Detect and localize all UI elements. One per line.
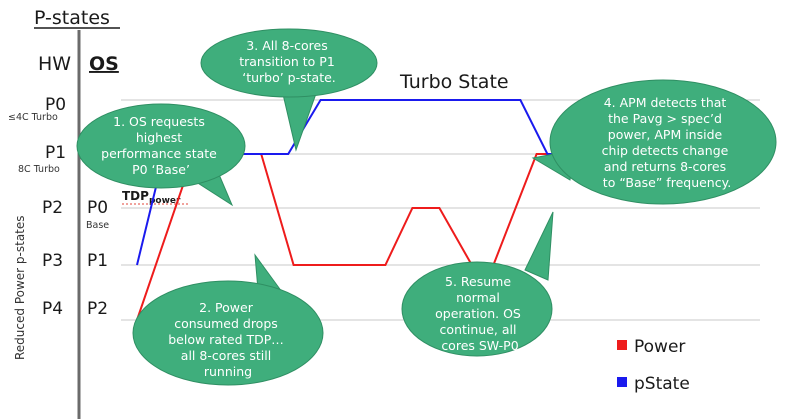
callout-3-bubble — [200, 28, 378, 98]
hw-state-p0: P0 — [45, 95, 66, 115]
callout-4: 4. APM detects that the Pavg > spec’d po… — [531, 79, 777, 205]
callout-1-text: 1. OS requests highest performance state… — [101, 114, 221, 177]
legend-pstate-swatch — [617, 377, 627, 387]
callout-5: 5. Resume normal operation. OS continue,… — [401, 211, 554, 357]
hw-column-header: HW — [38, 53, 71, 75]
os-state-p0: P0 — [87, 198, 108, 218]
hw-state-p4: P4 — [42, 299, 63, 319]
callout-2: 2. Power consumed drops below rated TDP…… — [132, 253, 324, 386]
callout-2-text: 2. Power consumed drops below rated TDP…… — [168, 300, 288, 379]
y-axis-label: Reduced Power p-states — [13, 215, 27, 360]
legend-power-swatch — [617, 340, 627, 350]
callout-4-text: 4. APM detects that the Pavg > spec’d po… — [602, 95, 733, 190]
diagram-title: P-states — [34, 7, 110, 29]
callout-1: 1. OS requests highest performance state… — [76, 103, 246, 207]
callout-5-pointer — [524, 211, 554, 281]
tdp-label: TDPpower — [122, 189, 181, 206]
turbo-state-label: Turbo State — [399, 71, 509, 93]
os-state-p1: P1 — [87, 251, 108, 271]
callout-5-bubble — [401, 261, 553, 357]
legend: Power pState — [617, 337, 690, 394]
hw-state-p3: P3 — [42, 251, 63, 271]
tdp-main: TDP — [122, 189, 149, 203]
callout-5-text: 5. Resume normal operation. OS continue,… — [435, 274, 525, 353]
legend-pstate-label: pState — [634, 374, 690, 394]
callout-3: 3. All 8-cores transition to P1 ‘turbo’ … — [200, 28, 378, 152]
callout-4-bubble — [549, 79, 777, 205]
callout-3-text: 3. All 8-cores transition to P1 ‘turbo’ … — [239, 38, 339, 85]
os-column-header: OS — [89, 53, 119, 75]
hw-state-p1-sub: 8C Turbo — [18, 164, 60, 175]
legend-power-label: Power — [634, 337, 685, 357]
os-state-p0-sub: Base — [86, 220, 109, 231]
tdp-sub: power — [149, 196, 181, 206]
hw-state-p2: P2 — [42, 198, 63, 218]
callout-1-bubble — [76, 103, 246, 189]
hw-state-p0-sub: ≤4C Turbo — [8, 112, 58, 123]
callout-2-bubble — [132, 280, 324, 386]
hw-state-p1: P1 — [45, 143, 66, 163]
os-state-p2: P2 — [87, 299, 108, 319]
